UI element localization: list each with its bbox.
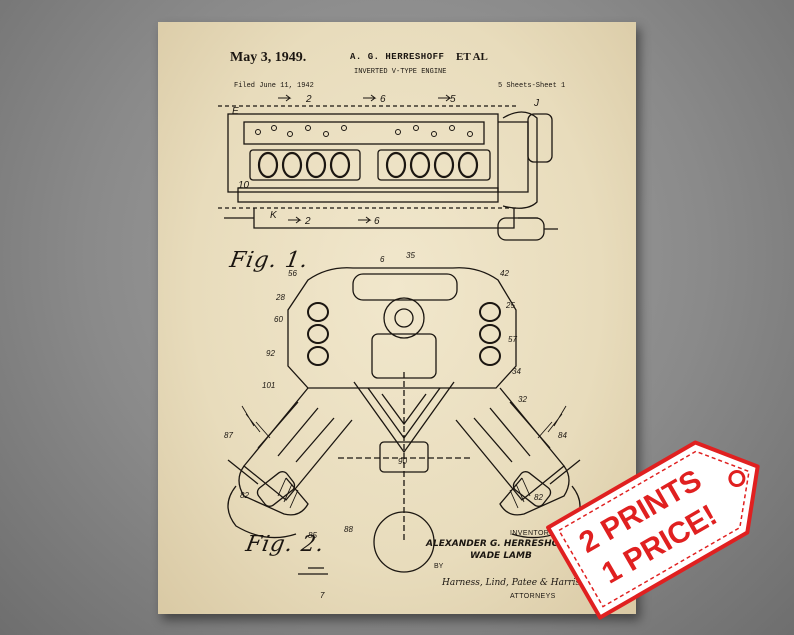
engine-front-view: 56 28 60 92 101 87 82 85 88 42 25 57 34 32 84 82 6 7… bbox=[224, 251, 581, 600]
svg-text:57: 57 bbox=[508, 335, 517, 344]
attorney-signature: Harness, Lind, Patee & Harris bbox=[442, 578, 581, 588]
svg-text:K: K bbox=[270, 210, 278, 221]
svg-text:2: 2 bbox=[305, 94, 312, 105]
engine-side-view: 2 6 5 2 6 E J 10K bbox=[218, 94, 558, 241]
patent-filed-date: Filed June 11, 1942 bbox=[234, 82, 314, 90]
tag-hole-icon bbox=[728, 470, 746, 487]
svg-text:2: 2 bbox=[304, 216, 311, 227]
svg-text:88: 88 bbox=[344, 525, 353, 534]
svg-text:92: 92 bbox=[266, 349, 275, 358]
inventor-name-2: WADE LAMB bbox=[470, 551, 532, 561]
figure-1-label: Fig. 1. bbox=[227, 248, 311, 273]
svg-text:J: J bbox=[533, 98, 540, 109]
svg-text:56: 56 bbox=[288, 269, 297, 278]
patent-et-al: ET AL bbox=[456, 51, 488, 63]
svg-text:E: E bbox=[232, 106, 239, 117]
svg-text:101: 101 bbox=[262, 381, 275, 390]
svg-text:60: 60 bbox=[274, 315, 283, 324]
svg-text:34: 34 bbox=[512, 367, 521, 376]
patent-sheet-number: 5 Sheets-Sheet 1 bbox=[498, 82, 566, 90]
patent-inventors-header: A. G. HERRESHOFF bbox=[350, 52, 445, 62]
svg-text:5: 5 bbox=[450, 94, 456, 105]
svg-text:85: 85 bbox=[308, 531, 317, 540]
svg-text:6: 6 bbox=[380, 94, 386, 105]
svg-text:87: 87 bbox=[224, 431, 233, 440]
svg-text:82: 82 bbox=[240, 491, 249, 500]
svg-text:25: 25 bbox=[505, 301, 515, 310]
inventor-name-1: ALEXANDER G. HERRESHOFF bbox=[426, 539, 572, 549]
by-label: BY bbox=[434, 563, 444, 570]
svg-text:84: 84 bbox=[558, 431, 567, 440]
svg-text:32: 32 bbox=[518, 395, 527, 404]
patent-date: May 3, 1949. bbox=[230, 50, 307, 65]
patent-title: INVERTED V-TYPE ENGINE bbox=[354, 68, 447, 76]
svg-text:6: 6 bbox=[374, 216, 380, 227]
svg-text:28: 28 bbox=[275, 293, 285, 302]
patent-print: May 3, 1949. A. G. HERRESHOFF ET AL INVE… bbox=[158, 22, 636, 614]
svg-text:10: 10 bbox=[238, 180, 250, 191]
attorneys-label: ATTORNEYS bbox=[510, 593, 556, 600]
engine-drawing: 2 6 5 2 6 E J 10K bbox=[218, 94, 581, 600]
svg-text:82: 82 bbox=[534, 493, 543, 502]
svg-text:35: 35 bbox=[406, 251, 415, 260]
svg-text:42: 42 bbox=[500, 269, 509, 278]
inventors-label: INVENTORS bbox=[510, 530, 555, 537]
svg-text:7: 7 bbox=[320, 591, 325, 600]
svg-text:90: 90 bbox=[398, 457, 407, 466]
svg-text:6: 6 bbox=[380, 255, 385, 264]
figure-2-label: Fig. 2. bbox=[243, 532, 327, 557]
